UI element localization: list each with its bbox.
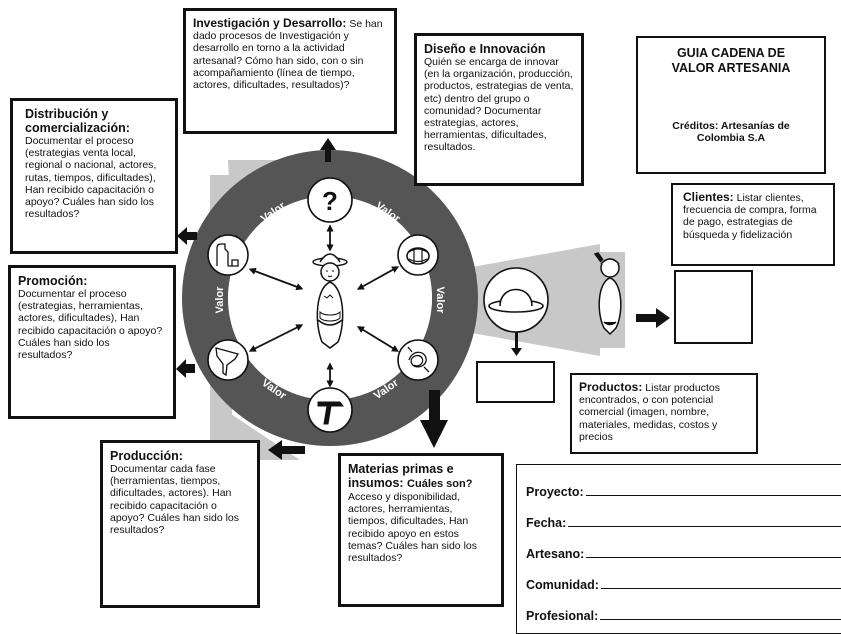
- customer-image-box: [674, 270, 753, 344]
- professional-field[interactable]: [600, 609, 841, 620]
- form-label-date: Fecha:: [526, 516, 567, 530]
- form-row-community: Comunidad:: [526, 578, 841, 592]
- promotion-heading: Promoción:: [18, 274, 88, 288]
- artisan-icon: [312, 253, 348, 349]
- question-mark: ?: [322, 186, 338, 216]
- materials-heading-tail: Cuáles son?: [407, 478, 473, 490]
- form-row-artisan: Artesano:: [526, 547, 841, 561]
- cart-icon: [207, 234, 249, 276]
- customer-icon: [593, 252, 622, 336]
- form-label-professional: Profesional:: [526, 609, 599, 623]
- hat-icon: [483, 267, 549, 333]
- form-label-community: Comunidad:: [526, 578, 599, 592]
- date-field[interactable]: [568, 516, 841, 527]
- production-text: Documentar cada fase (herramientas, tiem…: [110, 463, 240, 537]
- arrow-to-research: [320, 138, 336, 162]
- products-text: Listar productos encontrados, o con pote…: [579, 382, 720, 443]
- design-box: Diseño e Innovación Quién se encarga de …: [414, 33, 584, 186]
- products-box: Productos: Listar productos encontrados,…: [570, 373, 758, 454]
- project-form: Proyecto: Fecha: Artesano: Comunidad: Pr…: [516, 464, 841, 634]
- clients-text: Listar clientes, frecuencia de compra, f…: [683, 192, 817, 241]
- inner-arrow-top-left: [248, 267, 304, 291]
- community-field[interactable]: [600, 578, 841, 589]
- valor-label-right: Valor: [434, 287, 446, 315]
- arrow-to-materials: [420, 390, 448, 448]
- guide-title: GUIA CADENA DE VALOR ARTESANIA: [671, 46, 791, 75]
- materials-box: Materias primas e insumos: Cuáles son? A…: [338, 453, 504, 607]
- design-text: Quién se encarga de innovar (en la organ…: [424, 56, 574, 154]
- materials-heading: Materias primas e insumos: Cuáles son?: [348, 462, 494, 491]
- form-row-professional: Profesional:: [526, 609, 841, 623]
- artisan-field[interactable]: [586, 547, 841, 558]
- promotion-box: Promoción: Documentar el proceso (estrat…: [8, 265, 176, 419]
- arrow-to-promotion: [176, 359, 195, 378]
- products-heading: Productos:: [579, 380, 643, 394]
- research-heading: Investigación y Desarrollo:: [193, 16, 347, 30]
- form-label-artisan: Artesano:: [526, 547, 585, 561]
- materials-heading-text: Materias primas e insumos:: [348, 462, 454, 490]
- distribution-box: Distribución y comercialización: Documen…: [10, 98, 178, 254]
- valor-label-left: Valor: [214, 286, 226, 314]
- materials-text: Acceso y disponibilidad, actores, herram…: [348, 491, 477, 565]
- production-box: Producción: Documentar cada fase (herram…: [100, 440, 260, 608]
- form-row-project: Proyecto:: [526, 485, 841, 499]
- hammer-icon: [307, 387, 353, 433]
- arrow-to-customer-box: [636, 308, 670, 328]
- yarn-ball-icon: [397, 234, 439, 276]
- distribution-heading: Distribución y comercialización:: [25, 107, 130, 135]
- inner-arrow-bottom-left: [248, 324, 304, 352]
- form-label-project: Proyecto:: [526, 485, 584, 499]
- clients-heading: Clientes:: [683, 190, 734, 204]
- clients-box: Clientes: Listar clientes, frecuencia de…: [671, 183, 835, 266]
- arrow-to-production: [268, 440, 305, 460]
- promotion-text: Documentar el proceso (estrategias, herr…: [18, 288, 163, 362]
- form-row-date: Fecha:: [526, 516, 841, 530]
- design-heading: Diseño e Innovación: [424, 42, 546, 56]
- question-icon: ?: [307, 177, 353, 223]
- guide-title-box: GUIA CADENA DE VALOR ARTESANIA Créditos:…: [636, 36, 826, 174]
- inner-arrow-top-right: [356, 266, 400, 290]
- project-field[interactable]: [585, 485, 841, 496]
- knot-icon: [397, 339, 439, 381]
- arrow-to-product-box: [511, 332, 522, 356]
- funnel-icon: [207, 339, 249, 381]
- research-box: Investigación y Desarrollo: Se han dado …: [183, 8, 397, 134]
- product-image-box: [476, 361, 555, 403]
- arrow-to-distribution: [177, 227, 197, 245]
- inner-arrow-bottom-right: [356, 326, 400, 352]
- guide-credits: Créditos: Artesanías de Colombia S.A: [672, 120, 790, 144]
- production-heading: Producción:: [110, 449, 183, 463]
- distribution-text: Documentar el proceso (estrategias venta…: [25, 135, 157, 221]
- research-text: Se han dado procesos de Investigación y …: [193, 18, 383, 92]
